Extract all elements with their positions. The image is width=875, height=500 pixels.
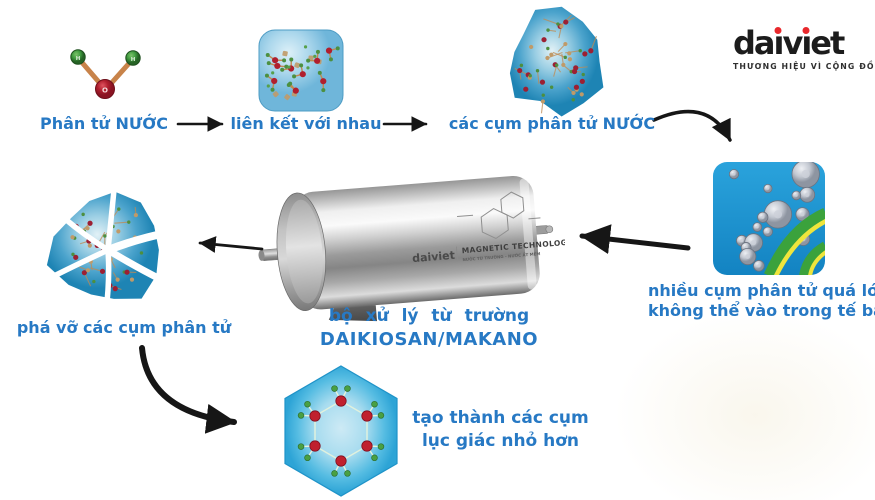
- molecule-scatter: [514, 14, 597, 114]
- step4-label: nhiều cụm phân tử quá lớn không thể vào …: [648, 281, 875, 321]
- device-plate-brand: daiviet: [412, 249, 456, 265]
- device-foot: [328, 304, 378, 322]
- background-blob: [615, 310, 875, 500]
- broken-cluster-icon: [46, 187, 170, 314]
- curved-arrow-step3-step4-icon: [652, 109, 732, 142]
- hydrogen-atom: [70, 49, 86, 65]
- step4-label-line2: không thể vào trong tế bào: [648, 301, 875, 320]
- crack-center: [103, 245, 113, 255]
- cell-membrane-bands: [764, 208, 825, 275]
- hexagon-molecule-ring: [297, 385, 385, 477]
- device-body: [294, 175, 540, 310]
- step6-label-line1: tạo thành các cụm: [412, 408, 589, 428]
- magnetic-device: daiviet MAGNETIC TECHNOLOGY NƯỚC TỪ TRƯỜ…: [258, 175, 565, 322]
- curved-arrow-step5-step6-icon: [139, 345, 237, 434]
- membrane-yellow-stripe: [808, 250, 825, 275]
- device-plate-subtitle: NƯỚC TỪ TRƯỜNG - NƯỚC ẤT MÊM: [462, 251, 540, 262]
- hexagon-etching: [457, 191, 541, 240]
- square-background: [258, 29, 344, 112]
- hydrogen-label: H: [76, 56, 81, 62]
- clusters-blocked-cell-icon: [713, 162, 825, 275]
- device-cap-inner: [285, 199, 323, 304]
- cluster-blob: [509, 6, 604, 117]
- step3-label: các cụm phân tử NƯỚC: [448, 114, 656, 133]
- step6-label: tạo thành các cụm lục giác nhỏ hơn: [408, 407, 593, 453]
- step4-label-line1: nhiều cụm phân tử quá lớn: [648, 281, 875, 300]
- step6-label-line2: lục giác nhỏ hơn: [421, 431, 580, 451]
- oxygen-atom: [95, 79, 115, 99]
- bonded-molecules-icon: [258, 29, 344, 112]
- hydrogen-atom: [125, 50, 141, 66]
- brand-tagline: THƯƠNG HIỆU VÌ CỘNG ĐỒNG: [733, 62, 875, 71]
- step2-label: liên kết với nhau: [230, 114, 382, 133]
- hydrogen-label: H: [131, 57, 136, 63]
- hexagon-background: [284, 365, 398, 497]
- membrane-yellow-stripe: [773, 219, 825, 275]
- water-cluster-icon: [509, 6, 604, 117]
- plate-divider: [456, 246, 458, 261]
- arrow-step4-device-icon: [579, 224, 691, 255]
- membrane-green-band: [799, 241, 825, 275]
- step1-label: Phân tử NƯỚC: [40, 114, 168, 133]
- cluster-spheres: [728, 162, 820, 272]
- brand-logo: daıvıet: [733, 24, 845, 62]
- device-label-line1: bộ xử lý từ trường: [328, 306, 530, 326]
- membrane-green-band: [764, 208, 825, 275]
- device-label-line2: DAIKIOSAN/MAKANO: [319, 329, 539, 351]
- molecule-scatter: [264, 45, 340, 101]
- device-label: bộ xử lý từ trường DAIKIOSAN/MAKANO: [318, 306, 540, 351]
- water-molecule-icon: O H H: [70, 49, 141, 99]
- nozzle-knob: [545, 225, 554, 234]
- step5-label: phá vỡ các cụm phân tử: [16, 318, 232, 337]
- pipe-end: [258, 249, 265, 261]
- hexagon-cluster-icon: [284, 365, 398, 497]
- oxygen-label: O: [102, 87, 108, 95]
- brand-block: daıvıet THƯƠNG HIỆU VÌ CỘNG ĐỒNG: [733, 24, 875, 71]
